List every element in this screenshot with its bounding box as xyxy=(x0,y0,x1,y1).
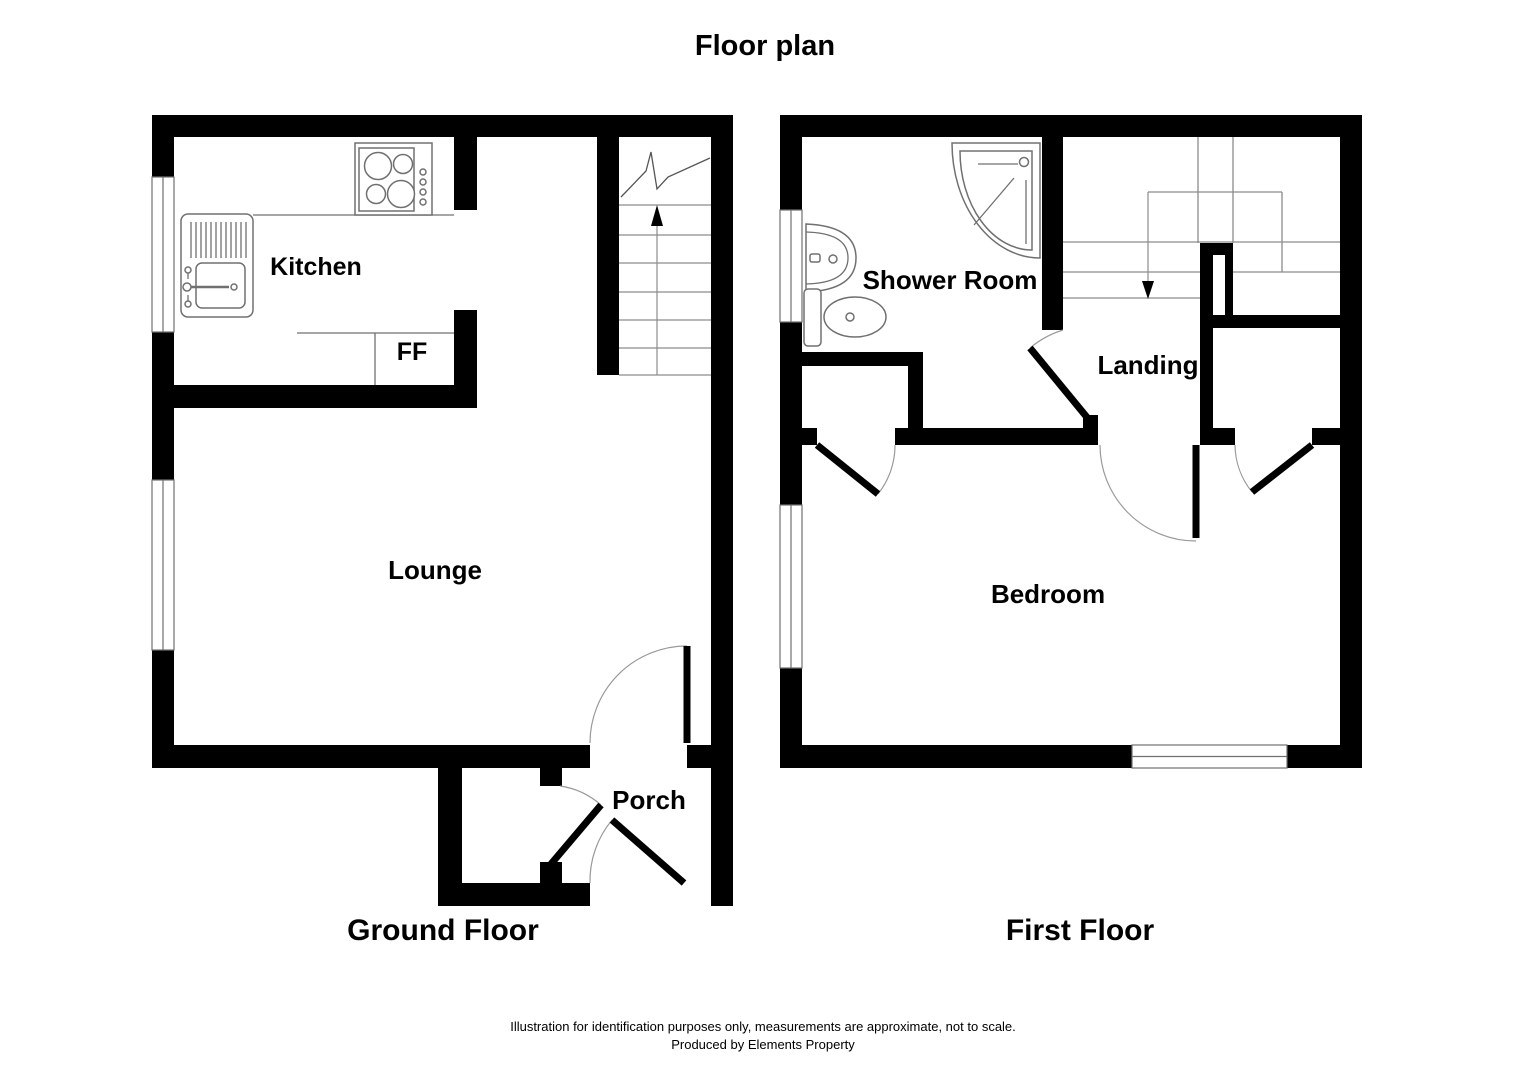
shower-tray xyxy=(951,142,1041,259)
window xyxy=(151,479,175,651)
wall-segment xyxy=(152,745,590,768)
shower-room-door xyxy=(1027,329,1093,424)
stairs-down-arrow-icon xyxy=(1142,281,1154,299)
lounge-label: Lounge xyxy=(388,555,482,585)
wall-segment xyxy=(438,883,590,906)
kitchen-label: Kitchen xyxy=(270,253,362,281)
footer-producer: Produced by Elements Property xyxy=(671,1037,855,1052)
wall-segment xyxy=(1200,315,1340,328)
ground-floor-doors xyxy=(548,645,691,886)
wall-segment xyxy=(152,650,174,768)
wall-segment xyxy=(780,668,802,768)
landing-label: Landing xyxy=(1097,350,1198,380)
toilet-bowl xyxy=(823,296,887,338)
sink-drainer-lines xyxy=(190,222,247,258)
wash-basin xyxy=(805,223,857,293)
stairs-up-arrow-icon xyxy=(651,205,663,226)
wall-segment xyxy=(540,768,562,786)
first-floor-doors xyxy=(814,329,1315,542)
wall-segment xyxy=(780,322,802,505)
ground-floor-label: Ground Floor xyxy=(347,914,539,947)
wall-segment xyxy=(1042,137,1063,330)
wall-segment xyxy=(780,115,1362,137)
wall-segment xyxy=(152,385,477,408)
wall-segment xyxy=(1312,428,1340,445)
shower-room-label: Shower Room xyxy=(863,265,1038,295)
wall-segment xyxy=(597,137,619,375)
bedroom-door xyxy=(1099,444,1200,542)
footer-disclaimer: Illustration for identification purposes… xyxy=(510,1019,1016,1034)
kitchen-sink-unit xyxy=(180,213,254,318)
first-floor-walls xyxy=(780,115,1362,768)
wall-segment xyxy=(152,115,733,137)
ff-label: FF xyxy=(397,338,428,366)
window xyxy=(151,176,175,333)
page-title: Floor plan xyxy=(695,30,835,62)
ground-floor-windows xyxy=(151,176,175,651)
first-floor-windows xyxy=(779,209,1288,769)
ground-floor-staircase xyxy=(619,151,711,376)
wall-segment xyxy=(454,310,477,385)
wall-segment xyxy=(1200,317,1213,445)
bedroom-label: Bedroom xyxy=(991,579,1105,609)
hob-control-knobs xyxy=(419,168,427,206)
first-floor-plan: Shower Room Landing Bedroom First Floor xyxy=(779,115,1362,947)
stair-break-line xyxy=(620,151,711,198)
wall-segment xyxy=(687,745,733,768)
wall-segment xyxy=(802,352,923,366)
porch-inner-door xyxy=(548,785,604,867)
wall-segment xyxy=(780,745,1132,768)
front-entrance-door xyxy=(589,817,687,886)
wall-segment xyxy=(1340,115,1362,768)
wall-segment xyxy=(454,137,477,210)
window xyxy=(779,504,803,669)
shower-head-icon xyxy=(1018,156,1030,168)
landing-closet-door xyxy=(1234,442,1315,495)
wall-segment xyxy=(895,428,1098,445)
window xyxy=(779,209,803,323)
sink-bowl xyxy=(195,262,246,309)
wall-segment xyxy=(540,862,562,883)
porch-label: Porch xyxy=(612,785,686,815)
basin-tap-icon xyxy=(809,253,821,263)
sink-tap-icon xyxy=(182,266,238,308)
stair-newel-slot xyxy=(1213,255,1225,315)
wall-segment xyxy=(1287,745,1362,768)
wall-segment xyxy=(780,115,802,210)
window xyxy=(1131,744,1288,769)
toilet-cistern xyxy=(803,288,822,347)
wall-segment xyxy=(802,428,817,445)
ground-floor-plan: Kitchen FF Lounge Porch Ground Floor xyxy=(151,115,733,947)
left-closet-door xyxy=(814,442,896,497)
wall-segment xyxy=(152,115,174,177)
first-floor-label: First Floor xyxy=(1006,914,1155,947)
ground-floor-walls xyxy=(152,115,733,906)
lounge-porch-door xyxy=(589,645,691,744)
wall-segment xyxy=(908,352,923,428)
toilet xyxy=(803,288,887,347)
kitchen-hob xyxy=(354,142,433,216)
wall-segment xyxy=(711,115,733,906)
